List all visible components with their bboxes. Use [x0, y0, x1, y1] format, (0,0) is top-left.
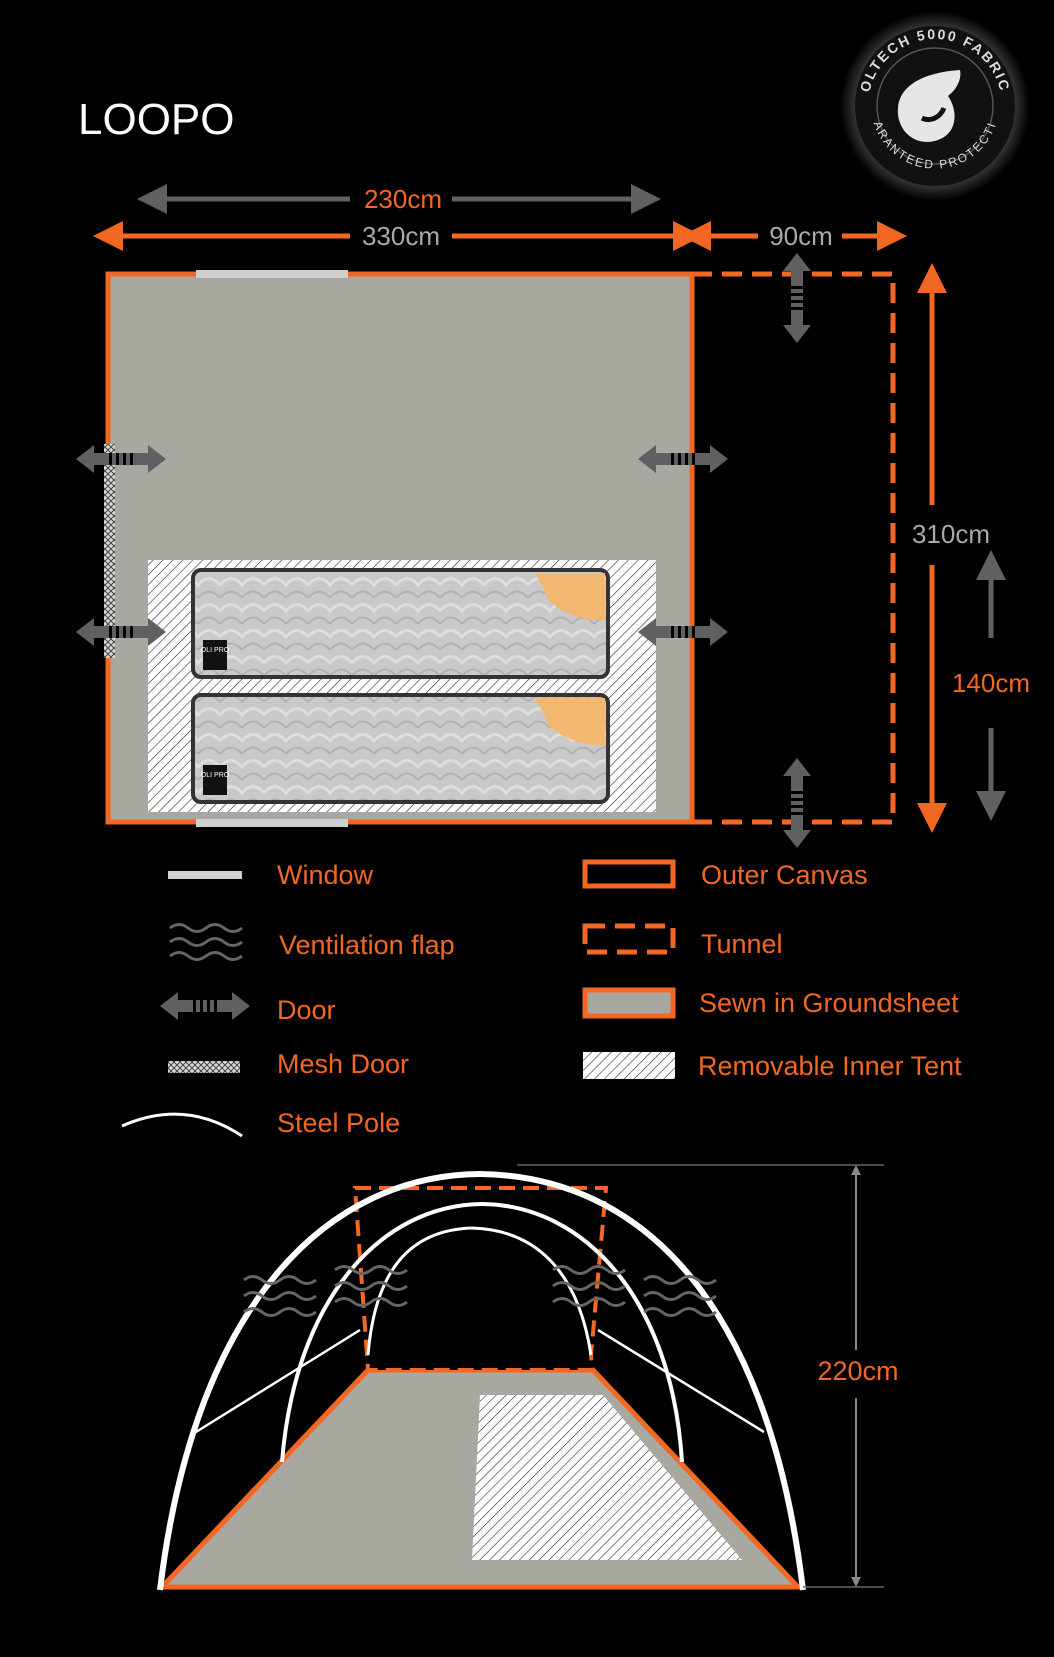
door-icon [783, 758, 811, 848]
dimension-label: 90cm [769, 221, 833, 251]
ventilation-flap-icon [242, 1275, 318, 1317]
inner-tent-legend-icon [583, 1052, 675, 1079]
legend-outer-canvas: Outer Canvas [701, 860, 868, 890]
legend: Window Ventilation flap Door Mesh Door S… [121, 859, 962, 1138]
tent-front-view [156, 1170, 806, 1591]
mattress-logo: OLI PRO [201, 772, 230, 779]
dimension-height: 220cm [517, 1164, 899, 1588]
dimension-label: 310cm [912, 519, 990, 549]
mattress-logo: OLI PRO [201, 647, 230, 654]
legend-window: Window [277, 860, 374, 890]
page-title: LOOPO [78, 95, 235, 144]
door-icon [783, 253, 811, 343]
dimension-label: 330cm [362, 221, 440, 251]
dimension-label: 230cm [364, 184, 442, 214]
door-icon [160, 992, 250, 1020]
dimension-inner-depth: 140cm [952, 550, 1030, 821]
legend-steel-pole: Steel Pole [277, 1108, 400, 1138]
legend-inner-tent: Removable Inner Tent [698, 1051, 962, 1081]
legend-tunnel: Tunnel [701, 929, 783, 959]
mattress: OLI PRO [191, 568, 610, 679]
tunnel-outline [692, 271, 896, 825]
outer-canvas-legend-icon [582, 859, 676, 889]
mesh-door [104, 444, 115, 658]
tunnel-legend-icon [582, 923, 676, 955]
legend-ventilation-flap: Ventilation flap [279, 930, 455, 960]
dimension-label: 220cm [817, 1356, 898, 1386]
water-drop-icon [897, 70, 961, 142]
mattress: OLI PRO [191, 693, 610, 804]
ventilation-flap-icon [168, 923, 244, 961]
window-legend-icon [168, 871, 242, 879]
legend-mesh-door: Mesh Door [277, 1049, 409, 1079]
dimension-tunnel-width: 90cm [681, 221, 907, 251]
legend-groundsheet: Sewn in Groundsheet [699, 988, 959, 1018]
steel-pole-icon [121, 1112, 243, 1138]
dimension-main-width: 330cm [93, 221, 703, 251]
legend-door: Door [277, 995, 336, 1025]
window-bottom [196, 819, 348, 827]
mesh-door-legend-icon [168, 1061, 240, 1073]
window-top [196, 270, 348, 278]
dimension-inner-width: 230cm [137, 184, 661, 214]
groundsheet-legend-icon [582, 987, 676, 1019]
dimension-total-depth: 310cm [912, 263, 990, 833]
dimension-label: 140cm [952, 668, 1030, 698]
